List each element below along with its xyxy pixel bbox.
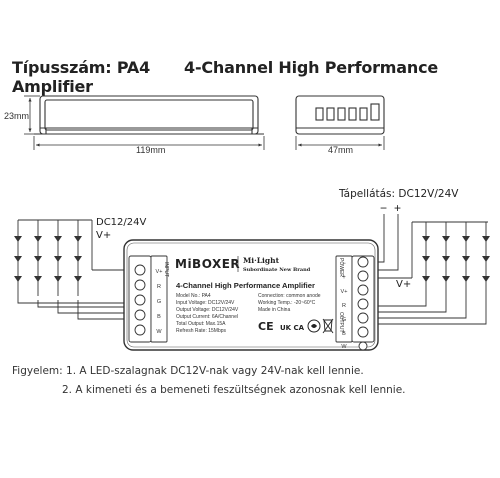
weee-bin-icon: [322, 318, 334, 334]
end-view: [295, 95, 385, 135]
brand-tagline: Subordinate New Brand: [243, 267, 311, 273]
certification-marks: CE UK CA: [258, 318, 334, 334]
input-side-label: INPUT: [163, 262, 169, 277]
spec-line: Output Current: 6A/Channel: [176, 314, 238, 320]
width-label: 47mm: [328, 145, 353, 155]
spec-line: Model No.: PA4: [176, 293, 211, 299]
input-terminal-label-b: B: [157, 314, 161, 320]
output-vplus-label: V+: [396, 279, 411, 290]
length-dimension: [33, 136, 265, 150]
power-minus-label: −: [380, 201, 387, 215]
note-line-2: 2. A kimeneti és a bemeneti feszültségne…: [12, 381, 406, 400]
power-terminal-label-plus: +: [342, 275, 346, 281]
height-label: 23mm: [4, 111, 29, 121]
output-terminal-label-g: G: [342, 317, 346, 323]
width-dimension: [295, 136, 385, 150]
output-side-label: OUTPUT: [338, 312, 344, 333]
power-plus-label: +: [394, 201, 401, 215]
side-view: [34, 95, 264, 135]
brand-logo: MiBOXER: [175, 257, 240, 271]
input-terminal-label-vplus: V+: [156, 269, 163, 275]
model-label: Típusszám: PA4: [12, 58, 151, 77]
right-led-icons: [422, 236, 490, 282]
spec-line: Connection: common anode: [258, 293, 321, 299]
output-terminal-screws: [357, 256, 369, 351]
spec-line: Total Output: Max.15A: [176, 321, 226, 327]
notes-section: Figyelem: 1. A LED-szalagnak DC12V-nak v…: [12, 362, 406, 400]
spec-line: Working Temp.: -20~60°C: [258, 300, 316, 306]
power-supply-label: Tápellátás: DC12V/24V: [338, 188, 459, 200]
power-side-label: POWER: [338, 258, 344, 277]
spec-line: Made in China: [258, 307, 290, 313]
input-terminal-label-r: R: [157, 284, 161, 290]
device-specs-right: Connection: common anode Working Temp.: …: [258, 293, 321, 313]
sub-brand-logo: Mi·Light: [243, 256, 280, 265]
ukca-mark: UK CA: [280, 324, 305, 332]
output-terminal-label-r: R: [342, 303, 346, 309]
note-line-1: Figyelem: 1. A LED-szalagnak DC12V-nak v…: [12, 362, 406, 381]
note-text-1: 1. A LED-szalagnak DC12V-nak vagy 24V-na…: [66, 365, 364, 377]
device-specs-left: Model No.: PA4 Input Voltage: DC12V/24V …: [176, 293, 239, 334]
note-text-2: 2. A kimeneti és a bemeneti feszültségne…: [62, 384, 406, 396]
input-terminal-label-g: G: [157, 299, 161, 305]
height-dimension: [24, 95, 40, 135]
length-label: 119mm: [136, 145, 165, 155]
output-terminal-label-w: W: [341, 344, 347, 350]
input-vplus-label: V+: [96, 230, 111, 241]
output-terminal-label-vplus: V+: [341, 289, 348, 295]
notes-prefix: Figyelem:: [12, 365, 63, 377]
device-body: [123, 239, 379, 351]
right-led-strip: [376, 214, 488, 325]
power-terminal-label-minus: −: [342, 261, 346, 267]
left-led-icons: [14, 236, 82, 282]
input-terminal-label-w: W: [156, 329, 162, 335]
input-voltage-label: DC12/24V: [96, 217, 147, 228]
input-terminal-screws: [134, 264, 146, 336]
spec-line: Output Voltage: DC12V/24V: [176, 307, 239, 313]
spec-line: Refresh Rate: 15Mbps: [176, 328, 227, 334]
device-name: 4-Channel High Performance Amplifier: [176, 281, 315, 290]
ce-mark: CE: [258, 320, 274, 333]
output-terminal-label-b: B: [342, 331, 346, 337]
spec-line: Input Voltage: DC12V/24V: [176, 300, 235, 306]
product-title: 4-Channel High Performance Amplifier: [12, 58, 439, 96]
ca-circle-icon: [307, 319, 321, 333]
